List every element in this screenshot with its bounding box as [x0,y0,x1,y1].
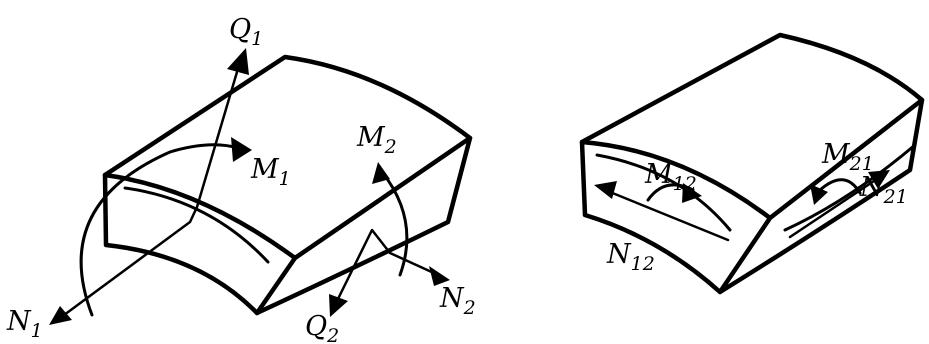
n1-arrowhead [49,306,72,325]
m12-label: M12 [644,159,697,195]
n21-label: N21 [859,172,908,208]
left-q2-n2-lines [333,228,438,307]
left-shell-element: Q1 M1 M2 N1 Q2 N2 [6,14,476,344]
left-front-face-outline [102,172,298,316]
n12-label: N12 [606,239,655,275]
left-midsurface-line [123,186,270,264]
n12-force-line [608,190,730,242]
q1-label: Q1 [229,14,263,50]
m1-moment-arc [79,143,240,317]
q2-arrowhead [329,294,348,317]
m21-arrowhead [810,184,828,205]
n2-arrowhead [429,266,450,286]
right-right-face-outline [717,97,925,295]
right-shell-element: M12 M21 N21 N12 [579,32,925,295]
m2-moment-arc [380,170,409,277]
n1-label: N1 [6,306,43,342]
q1-arrowhead [227,48,249,75]
m21-moment-arc [818,178,862,195]
right-front-midsurface-line [595,153,732,232]
n21-force-line [788,175,882,239]
n2-label: N2 [439,283,476,319]
m2-label: M2 [356,122,397,158]
m1-arrowhead [231,137,252,162]
right-side-midsurface-line [783,143,917,232]
n21-arrowhead [868,170,890,189]
n12-arrowhead [594,181,617,199]
m21-label: M21 [821,139,874,175]
m12-arrowhead [682,183,702,203]
right-front-face-outline [579,139,773,295]
m2-arrowhead [372,162,390,184]
q2-label: Q2 [305,311,339,344]
left-axis-lines [58,70,239,320]
left-right-face-outline [254,135,473,316]
m1-label: M1 [250,154,291,190]
